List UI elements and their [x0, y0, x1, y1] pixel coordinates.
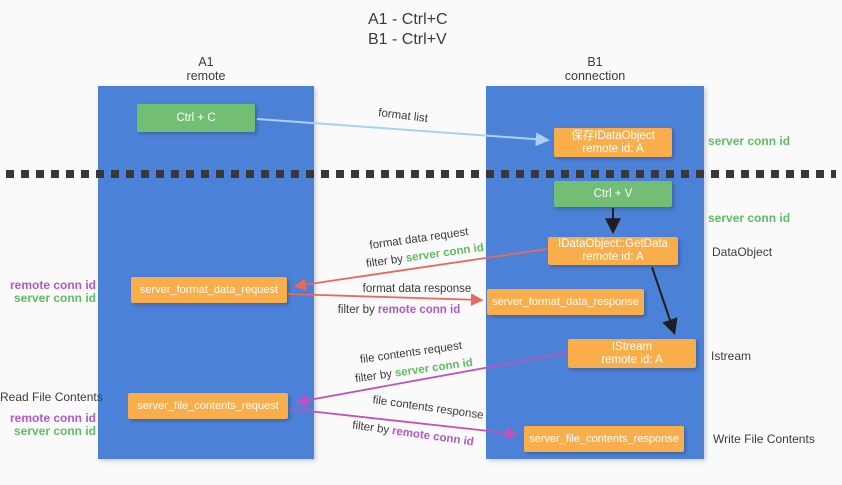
column-b-name: B1	[587, 55, 603, 69]
server-conn-id-top-label: server conn id	[708, 134, 791, 148]
remote-conn-id-label: remote conn id	[9, 278, 96, 292]
read-file-contents-label: Read File Contents	[0, 390, 103, 404]
node-ctrl-c: Ctrl + C	[137, 104, 255, 132]
node-save-idataobject: 保存IDataObject remote id: A	[554, 128, 672, 157]
node-save-idataobject-line2: remote id: A	[582, 142, 644, 155]
node-server-file-contents-request: server_file_contents_request	[128, 393, 288, 419]
file-contents-response-filter: filter byremote conn id	[343, 418, 483, 449]
column-a-name: A1	[198, 55, 214, 69]
column-a-subtitle: remote	[186, 69, 226, 83]
format-request-conn-ids: remote conn id server conn id	[0, 279, 96, 305]
dotted-divider-line	[6, 170, 836, 178]
node-server-format-data-request-label: server_format_data_request	[139, 283, 279, 296]
server-conn-id-label: server conn id	[13, 424, 96, 438]
column-a-header: A1 remote	[136, 55, 276, 83]
node-server-format-data-request: server_format_data_request	[131, 277, 287, 303]
diagram-title: A1 - Ctrl+C B1 - Ctrl+V	[368, 10, 448, 50]
remote-conn-id-key: remote conn id	[391, 425, 475, 449]
server-conn-id-label: server conn id	[13, 291, 96, 305]
istream-label: Istream	[711, 349, 752, 363]
node-server-format-data-response: server_format_data_response	[487, 289, 644, 315]
title-line-copy: A1 - Ctrl+C	[368, 11, 448, 28]
node-istream: IStream remote id: A	[568, 339, 696, 368]
server-conn-id-mid-label: server conn id	[708, 211, 791, 225]
filter-by-text: filter by	[351, 419, 390, 437]
format-data-response-label: format data response	[362, 283, 472, 295]
node-idataobject-getdata-line2: remote id: A	[582, 251, 644, 263]
remote-conn-id-label: remote conn id	[9, 411, 96, 425]
node-idataobject-getdata: IDataObject::GetData remote id: A	[548, 237, 678, 265]
node-ctrl-v-label: Ctrl + V	[593, 187, 633, 200]
remote-conn-id-key: remote conn id	[377, 304, 461, 316]
dataobject-label: DataObject	[712, 245, 773, 259]
filter-by-text: filter by	[365, 253, 404, 271]
server-conn-id-key: server conn id	[394, 356, 474, 380]
node-server-file-contents-response-label: server_file_contents_response	[529, 432, 679, 445]
node-istream-line1: IStream	[611, 340, 653, 353]
node-server-file-contents-request-label: server_file_contents_request	[137, 399, 279, 412]
node-save-idataobject-line1: 保存IDataObject	[571, 129, 655, 142]
filter-by-text: filter by	[354, 368, 393, 386]
node-idataobject-getdata-line1: IDataObject::GetData	[558, 238, 668, 250]
file-contents-response-label: file contents response	[371, 394, 485, 422]
filter-by-text: filter by	[337, 304, 375, 316]
node-istream-line2: remote id: A	[601, 353, 663, 366]
node-ctrl-v: Ctrl + V	[554, 181, 672, 207]
write-file-contents-label: Write File Contents	[713, 432, 815, 446]
node-server-format-data-response-label: server_format_data_response	[492, 295, 639, 308]
format-list-label: format list	[377, 107, 429, 125]
node-ctrl-c-label: Ctrl + C	[176, 111, 216, 124]
column-b-subtitle: connection	[564, 69, 626, 83]
title-line-paste: B1 - Ctrl+V	[368, 31, 447, 48]
file-request-conn-ids: remote conn id server conn id	[0, 412, 96, 438]
column-b-header: B1 connection	[525, 55, 665, 83]
node-server-file-contents-response: server_file_contents_response	[524, 426, 684, 452]
